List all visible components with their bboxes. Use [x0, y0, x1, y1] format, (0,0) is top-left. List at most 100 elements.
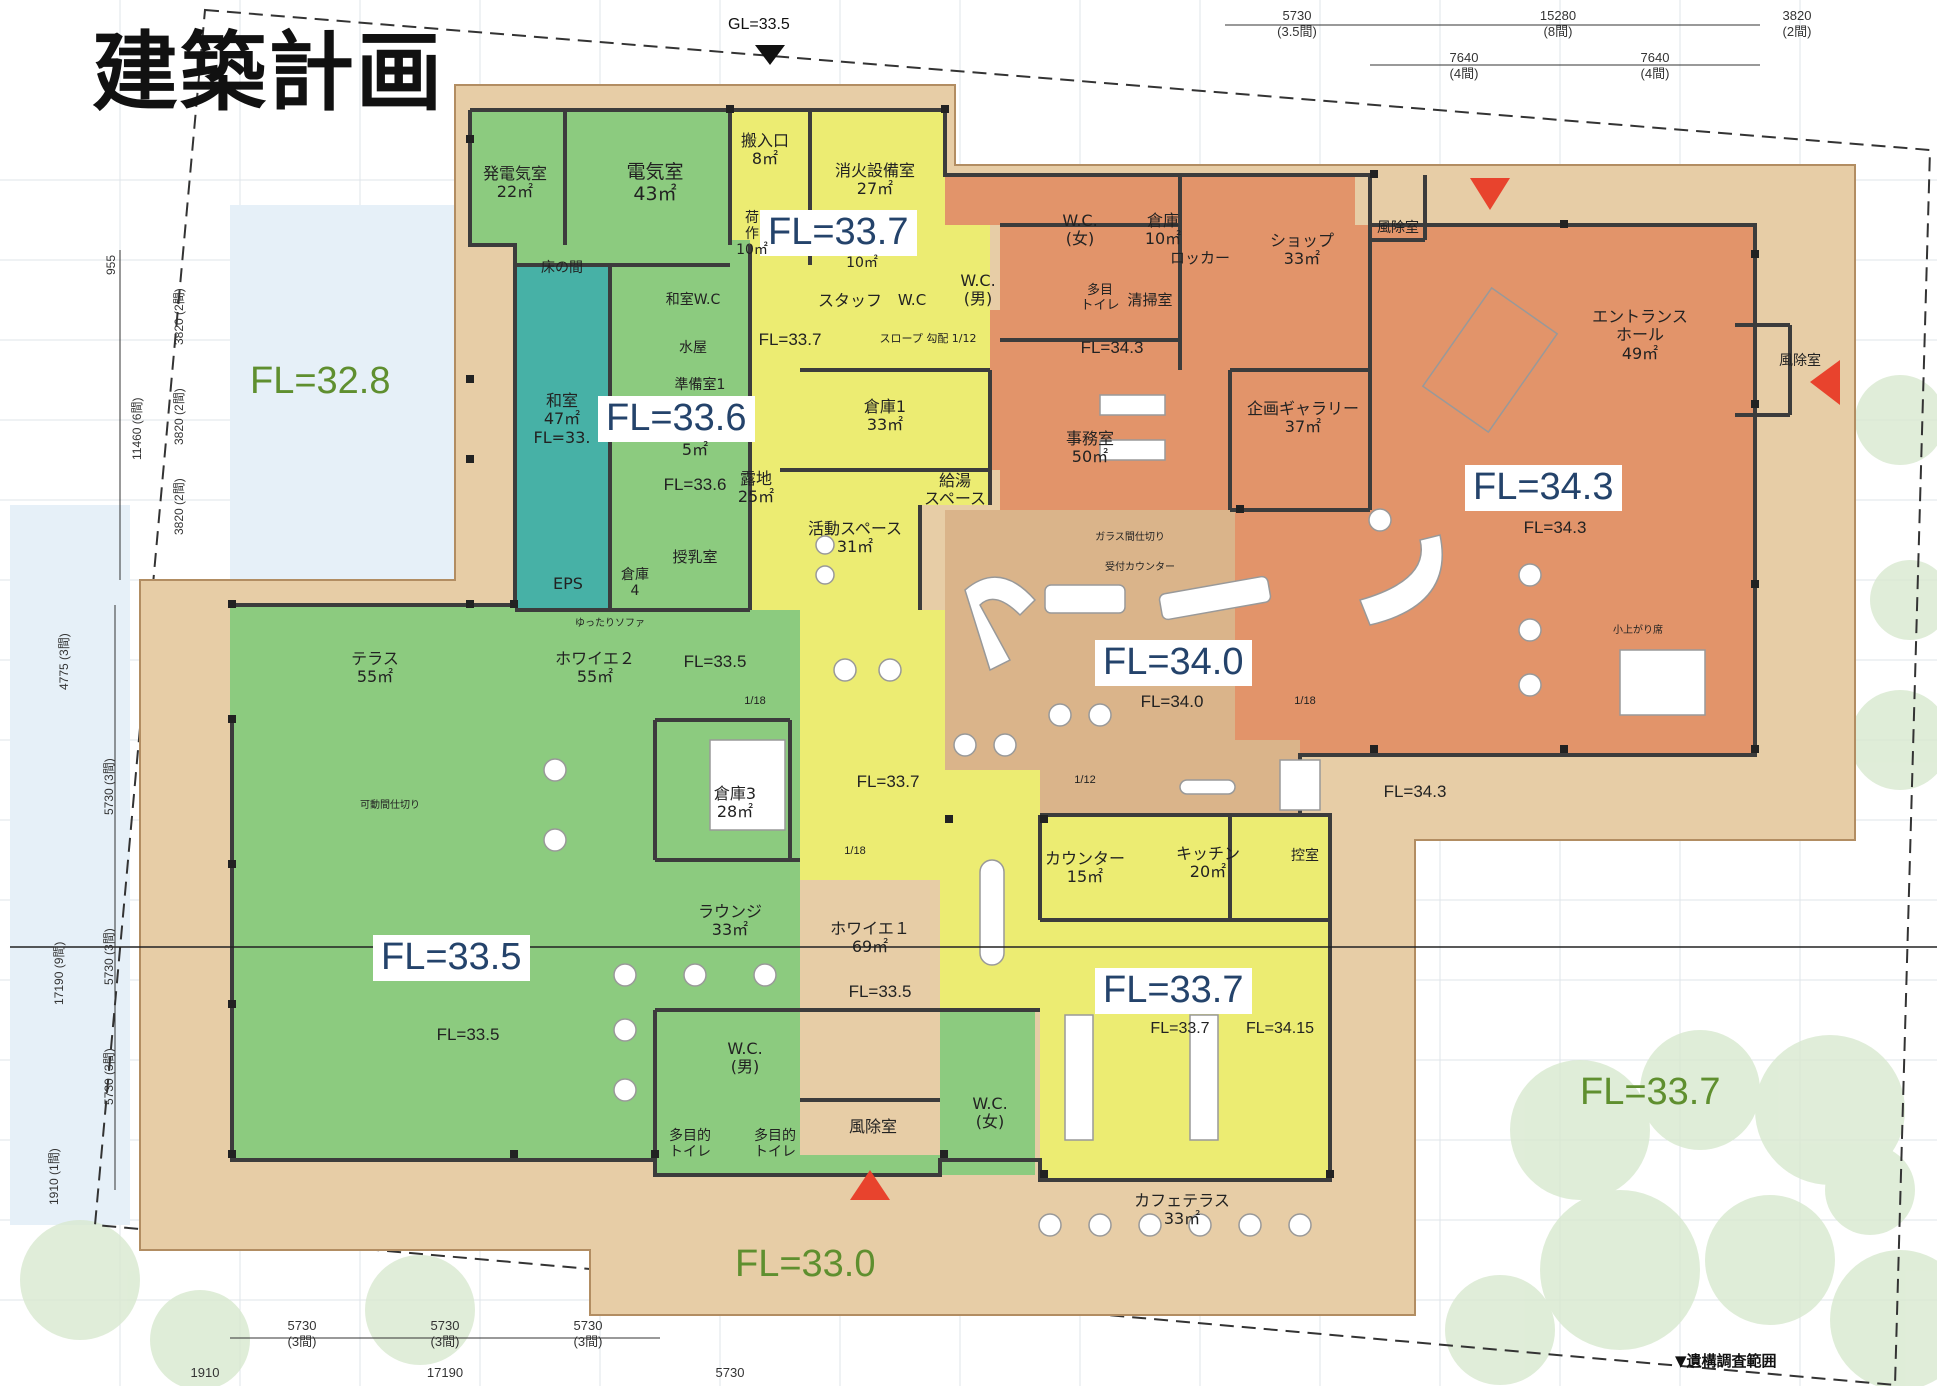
page-title: 建築計画: [92, 23, 444, 123]
dim-left-6: 4775 (3間): [57, 633, 71, 690]
floor-level-washitsu: FL=33.6: [598, 396, 755, 442]
room-multi-wc-bottom-2: 多目的トイレ: [754, 1128, 796, 1161]
room-cleaning: 清掃室: [1127, 291, 1173, 309]
dim-bottom-5: 17190: [426, 1365, 464, 1380]
glass-partition-label: ガラス間仕切り: [1095, 532, 1165, 543]
slope-1: 1/18: [744, 695, 766, 707]
dim-left-4: 3820 (2間): [172, 388, 186, 445]
room-locker: ロッカー: [1169, 249, 1231, 267]
site-boundary: [93, 8, 1932, 1386]
level-k: FL=33.7: [1150, 1020, 1210, 1037]
outdoor-level-south: FL=33.0: [735, 1243, 876, 1285]
level-g: FL=33.7: [856, 772, 920, 791]
floor-level-cafe: FL=33.7: [1095, 968, 1252, 1014]
room-kyuto: 給湯スペース: [923, 471, 987, 509]
dim-left-1: 955: [104, 254, 118, 275]
dim-left-3: 11460 (6間): [130, 397, 144, 460]
dim-bottom-4: 1910: [190, 1365, 220, 1380]
dim-top-3: 3820(2間): [1782, 8, 1812, 39]
zone-orange-east: [945, 175, 1755, 755]
room-five: 5㎡: [681, 440, 709, 459]
outdoor-level-west: FL=32.8: [250, 360, 391, 402]
room-prep: 準備室1: [674, 377, 726, 393]
room-wc-female-top: W.C.(女): [1062, 211, 1098, 249]
room-ten: 10㎡: [846, 255, 878, 271]
zone-teal-washitsu: [515, 265, 610, 610]
outdoor-level-east: FL=33.7: [1580, 1071, 1721, 1113]
gl-marker: [755, 45, 785, 65]
level-l: FL=34.15: [1245, 1020, 1315, 1037]
ground-level-label: GL=33.5: [728, 16, 790, 33]
dim-bottom-1: 5730(3間): [287, 1318, 317, 1349]
level-i: FL=33.5: [848, 982, 912, 1001]
room-wc-female-bottom: W.C.(女): [972, 1094, 1008, 1132]
room-multi-wc-top: 多目トイレ: [1080, 283, 1120, 313]
room-wc-male-bottom: W.C.(男): [727, 1039, 763, 1077]
level-h: FL=34.3: [1383, 782, 1447, 801]
dim-top-1: 5730(3.5間): [1277, 8, 1317, 39]
entrance-arrow-south: [850, 1170, 890, 1200]
dim-left-11: 1910 (1間): [47, 1148, 61, 1205]
level-d: FL=34.3: [1523, 518, 1587, 537]
room-eps: EPS: [553, 574, 583, 593]
counter-furniture: [709, 286, 1706, 1141]
floor-level-north: FL=33.7: [760, 210, 917, 256]
dim-bottom-6: 5730: [715, 1365, 745, 1380]
room-windbreak-east: 風除室: [1779, 353, 1821, 369]
dim-left-9: 5730 (3間): [102, 928, 116, 985]
dim-left-8: 17190 (9間): [52, 941, 66, 1005]
dim-left-10: 5730 (3間): [102, 1048, 116, 1105]
zone-yellow-north: [730, 110, 1330, 1180]
slope-4: 1/18: [1294, 695, 1316, 707]
dim-bottom-3: 5730(3間): [573, 1318, 603, 1349]
zone-green-main: [230, 110, 940, 1175]
level-c: FL=33.6: [663, 475, 727, 494]
level-j: FL=33.5: [436, 1025, 500, 1044]
floor-level-reception: FL=34.0: [1095, 640, 1252, 686]
dim-left-5: 3820 (2間): [172, 478, 186, 535]
dim-left-2: 3820 (2間): [172, 288, 186, 345]
level-e: FL=33.5: [683, 652, 747, 671]
room-nursing: 授乳室: [672, 548, 718, 566]
room-windbreak-south: 風除室: [848, 1117, 898, 1136]
floor-level-entrance: FL=34.3: [1465, 465, 1622, 511]
room-washitsu-wc: 和室W.C: [665, 292, 721, 308]
room-staff: スタッフ: [817, 291, 883, 310]
movable-partition-label: 可動間仕切り: [360, 800, 420, 811]
room-staff-wc: W.C: [897, 291, 927, 309]
sw-pond: [10, 505, 130, 1225]
round-tables: [543, 508, 1542, 1237]
floor-level-hall: FL=33.5: [373, 935, 530, 981]
room-multi-wc-bottom-1: 多目的トイレ: [669, 1128, 711, 1161]
survey-range-label: ▼遺構調査範囲: [1675, 1352, 1777, 1370]
dim-bottom-2: 5730(3間): [430, 1318, 460, 1349]
entrance-arrow-east: [1810, 360, 1840, 405]
room-tokonoma: 床の間: [541, 260, 583, 276]
slope-2: 1/18: [844, 845, 866, 857]
slope-3: 1/12: [1074, 774, 1096, 786]
dim-top-5: 7640(4間): [1640, 50, 1670, 81]
room-control: 控室: [1291, 848, 1319, 864]
level-a: FL=33.7: [758, 330, 822, 349]
